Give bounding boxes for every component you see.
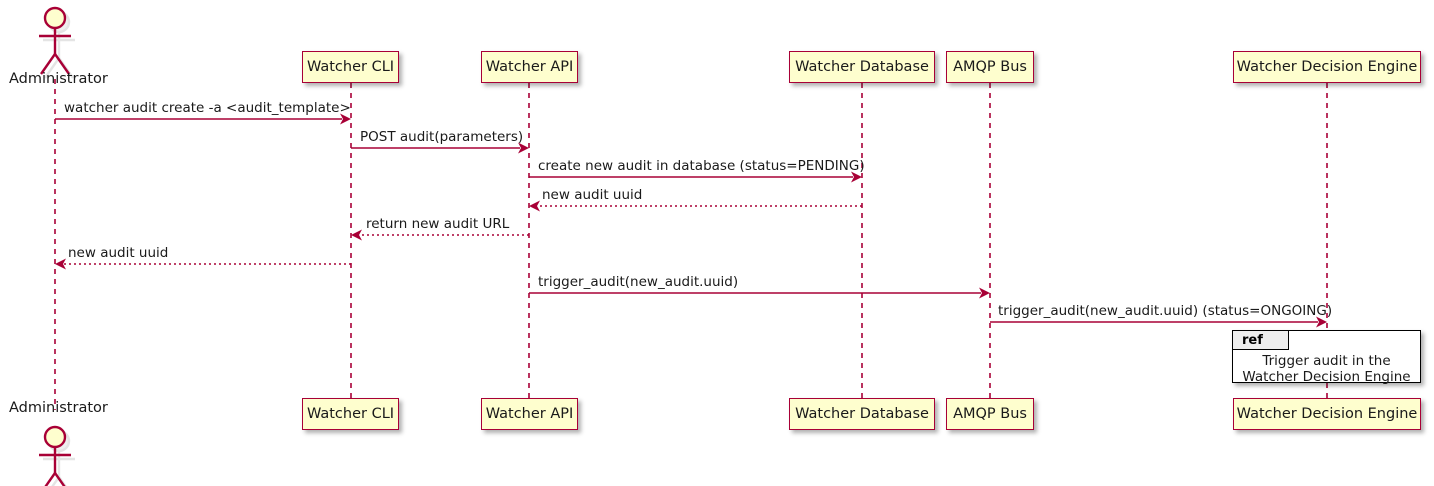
actor-leg-left-top <box>40 53 56 75</box>
message-arrowhead-5 <box>351 229 362 241</box>
message-arrowhead-1 <box>340 113 351 125</box>
participant-box-amqp-bus-bottom: AMQP Bus <box>946 398 1034 430</box>
participant-label-watcher-cli-bottom: Watcher CLI <box>306 405 395 422</box>
actor-leg-left-top <box>44 57 60 79</box>
participant-label-amqp-bus-bottom: AMQP Bus <box>953 405 1027 422</box>
actor-leg-right-top <box>54 53 70 75</box>
message-label-1: watcher audit create -a <audit_template> <box>64 100 351 116</box>
actor-leg-left-bottom <box>51 476 60 486</box>
ref-tab <box>1233 331 1289 350</box>
participant-box-watcher-api-top: Watcher API <box>481 51 578 83</box>
actor-figure-bottom <box>39 425 71 486</box>
actor-head-top <box>43 6 67 30</box>
ref-body: Trigger audit in the Watcher Decision En… <box>1233 353 1420 385</box>
message-arrowhead-6 <box>55 258 66 270</box>
message-label-2: POST audit(parameters) <box>360 129 524 145</box>
participant-label-watcher-api-bottom: Watcher API <box>485 405 574 422</box>
participant-box-watcher-database-top: Watcher Database <box>789 51 935 83</box>
message-arrowhead-8 <box>1316 316 1327 328</box>
message-label-5: return new audit URL <box>366 216 510 232</box>
participant-box-watcher-decision-engine-bottom: Watcher Decision Engine <box>1233 398 1421 430</box>
message-label-6: new audit uuid <box>68 245 169 261</box>
ref-line-1: Trigger audit in the <box>1262 353 1391 369</box>
participant-box-watcher-cli-top: Watcher CLI <box>302 51 399 83</box>
message-arrowhead-4 <box>529 200 540 212</box>
message-arrowhead-7 <box>979 287 990 299</box>
message-arrowhead-3 <box>851 171 862 183</box>
message-label-3: create new audit in database (status=PEN… <box>538 158 865 174</box>
actor-figure-top <box>39 6 71 75</box>
participant-box-watcher-database-bottom: Watcher Database <box>789 398 935 430</box>
participant-label-watcher-database-top: Watcher Database <box>795 58 929 75</box>
actor-leg-left-bottom <box>44 472 56 486</box>
participant-label-watcher-decision-engine-top: Watcher Decision Engine <box>1236 58 1418 75</box>
participant-box-amqp-bus-top: AMQP Bus <box>946 51 1034 83</box>
participant-label-watcher-cli-top: Watcher CLI <box>306 58 395 75</box>
participant-box-watcher-decision-engine-top: Watcher Decision Engine <box>1233 51 1421 83</box>
actor-glyphs-group <box>39 6 75 486</box>
actor-leg-right-bottom <box>54 472 66 486</box>
participant-label-amqp-bus-top: AMQP Bus <box>953 58 1027 75</box>
participant-label-watcher-database-bottom: Watcher Database <box>795 405 929 422</box>
messages-group <box>55 113 1327 328</box>
message-arrowhead-2 <box>518 142 529 154</box>
ref-line-2: Watcher Decision Engine <box>1242 369 1411 385</box>
participant-label-watcher-decision-engine-bottom: Watcher Decision Engine <box>1236 405 1418 422</box>
participant-box-watcher-cli-bottom: Watcher CLI <box>302 398 399 430</box>
ref-tab-label: ref <box>1242 333 1263 348</box>
message-label-4: new audit uuid <box>542 187 643 203</box>
actor-head-bottom <box>43 425 67 449</box>
lifelines-group <box>54 79 1328 410</box>
actor-label-administrator-bottom: Administrator <box>9 400 108 416</box>
message-label-8: trigger_audit(new_audit.uuid) (status=ON… <box>998 303 1333 319</box>
ref-fragment-box: ref Trigger audit in the Watcher Decisio… <box>1232 330 1421 385</box>
message-label-7: trigger_audit(new_audit.uuid) <box>538 274 739 290</box>
participant-label-watcher-api-top: Watcher API <box>485 58 574 75</box>
participant-box-watcher-api-bottom: Watcher API <box>481 398 578 430</box>
actor-label-administrator-top: Administrator <box>9 71 108 87</box>
